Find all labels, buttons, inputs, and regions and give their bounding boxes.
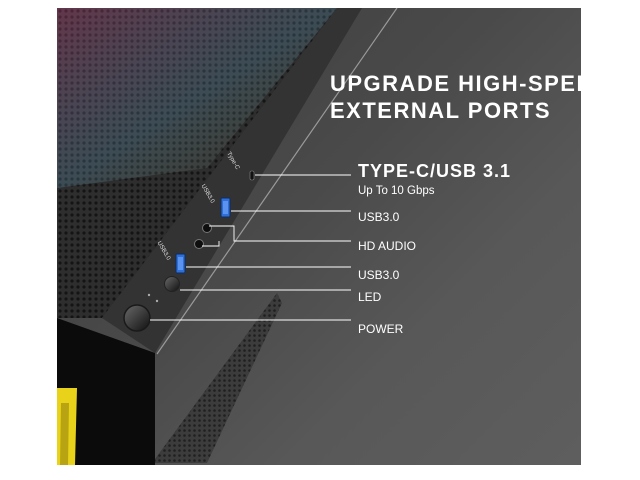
power-label: POWER [358,322,404,336]
indicator-dot-2 [155,299,159,303]
panel-edge-highlight [156,8,398,355]
type-c-port [249,170,255,181]
product-photo: Type-C USB3.0 USB3.0 UPGRADE HIGH-SPEED … [57,8,581,465]
audio-jack-1 [202,223,212,233]
audio-jack-2 [194,239,204,249]
case-lower-body [57,318,155,465]
usb-port-bottom-inner [178,257,183,270]
usb-port-top-inner [223,201,228,214]
yellow-accent-shade [60,403,69,465]
leader-lines [150,174,351,321]
side-vent-mesh [152,293,282,463]
type-c-label: TYPE-C/USB 3.1 [358,161,512,181]
led-label: LED [358,290,382,304]
type-c-sublabel: Up To 10 Gbps [358,185,435,197]
headline-line-2: EXTERNAL PORTS [330,98,552,123]
headline-line-1: UPGRADE HIGH-SPEED [330,71,581,96]
headline: UPGRADE HIGH-SPEED EXTERNAL PORTS [330,70,581,124]
led-button [164,276,180,292]
hd-audio-label: HD AUDIO [358,239,417,253]
usb-top-label: USB3.0 [358,210,400,224]
leader-audio-2 [202,241,220,247]
leader-audio [209,225,351,242]
rgb-glow [57,8,337,188]
power-button [123,304,151,332]
top-io-strip [102,8,362,353]
usb-bottom-label: USB3.0 [358,268,400,282]
case-illustration [57,8,398,465]
indicator-dot-1 [147,293,151,297]
